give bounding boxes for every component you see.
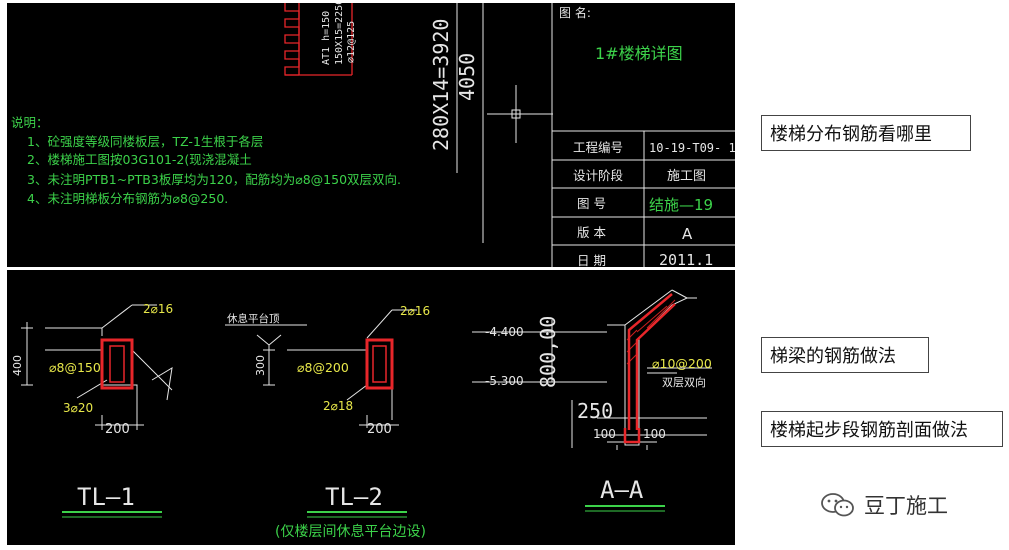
note-2: 2、楼梯施工图按03G101-2(现浇混凝土	[27, 152, 252, 167]
note-3: 3、未注明PTB1~PTB3板厚均为120，配筋均为⌀8@150双层双向.	[27, 172, 401, 187]
tl1-width: 200	[105, 422, 130, 437]
aa-rebar-note: 双层双向	[662, 375, 706, 389]
aa-dim-vertical: 800,00	[536, 316, 560, 388]
value-project-no: 10-19-T09- 11	[649, 141, 735, 155]
aa-title: A—A	[600, 476, 644, 504]
aa-elev-upper: -4.400	[485, 325, 524, 339]
tl2-level-note: 休息平台顶	[227, 312, 280, 325]
tl1-height: 400	[11, 355, 24, 376]
label-date: 日 期	[577, 253, 606, 267]
tl1-stirrup: ⌀8@150	[49, 360, 101, 375]
crosshair-icon	[487, 85, 553, 143]
note-1: 1、砼强度等级同楼板层，TZ-1生根于各层	[27, 134, 263, 149]
caption-distribution-rebar: 楼梯分布钢筋看哪里	[761, 115, 971, 151]
aa-dim-250: 250	[577, 399, 613, 423]
watermark: 豆丁施工	[820, 490, 948, 520]
dim-4050: 4050	[455, 53, 479, 101]
tl2-title: TL—2	[325, 483, 383, 511]
tl2-bottom-rebar: 2⌀18	[323, 399, 353, 413]
aa-dim-right: 100	[643, 427, 666, 441]
section-tl2: 休息平台顶 300 2⌀16 ⌀8@200 2⌀18 200 TL—2 (仅楼层…	[225, 304, 430, 540]
notes-title: 说明：	[11, 115, 49, 130]
wechat-icon	[821, 493, 854, 517]
section-aa: -4.400 -5.300 800,00 ⌀10@200 双层双向 250 10…	[472, 289, 712, 512]
value-design-stage: 施工图	[667, 169, 706, 184]
value-drawing-no: 结施—19	[649, 196, 713, 214]
tl1-bottom-rebar: 3⌀20	[63, 401, 93, 415]
caption-start-section: 楼梯起步段钢筋剖面做法	[761, 411, 1003, 447]
section-tl1: 400 2⌀16 ⌀8@150 3⌀20 200 TL—1	[11, 302, 173, 518]
stair-annotation-group: AT1 h=150 150X15=2250 ⌀12@125	[321, 3, 357, 65]
beam-section-drawing: 400 2⌀16 ⌀8@150 3⌀20 200 TL—1	[11, 289, 712, 540]
stair-detail-drawing: AT1 h=150 150X15=2250 ⌀12@125 280X14=392…	[11, 3, 735, 267]
tl2-width: 200	[367, 422, 392, 437]
note-4: 4、未注明梯板分布钢筋为⌀8@250.	[27, 191, 228, 206]
dim-3920: 280X14=3920	[429, 19, 453, 151]
label-drawing-no: 图 号	[577, 196, 606, 211]
tl2-top-rebar: 2⌀16	[400, 304, 430, 318]
tl1-top-rebar: 2⌀16	[143, 302, 173, 316]
vertical-dimension: 280X14=3920 4050	[429, 3, 484, 243]
value-date: 2011.1	[659, 251, 713, 267]
stair-annotation-2: 150X15=2250	[334, 3, 345, 65]
drawing-name-label: 图 名:	[559, 5, 591, 20]
label-design-stage: 设计阶段	[573, 168, 623, 183]
tl1-title: TL—1	[77, 483, 135, 511]
drawing-name: 1#楼梯详图	[595, 44, 683, 63]
tl2-stirrup: ⌀8@200	[297, 360, 349, 375]
stair-annotation-3: ⌀12@125	[346, 21, 357, 63]
aa-rebar: ⌀10@200	[652, 356, 712, 371]
value-version: A	[682, 225, 693, 243]
label-version: 版 本	[577, 225, 606, 240]
aa-elev-lower: -5.300	[485, 374, 524, 388]
stair-annotation-1: AT1 h=150	[321, 11, 332, 65]
aa-dim-left: 100	[593, 427, 616, 441]
stair-flight	[284, 3, 353, 76]
watermark-text: 豆丁施工	[864, 494, 948, 518]
title-block: 图 名: 1#楼梯详图 工程编号 10-19-T09- 11 设计阶段 施工图 …	[551, 3, 735, 267]
notes-block: 说明： 1、砼强度等级同楼板层，TZ-1生根于各层 2、楼梯施工图按03G101…	[11, 115, 401, 206]
drawing-panel-top: AT1 h=150 150X15=2250 ⌀12@125 280X14=392…	[7, 3, 735, 267]
tl2-height: 300	[254, 355, 267, 376]
label-project-no: 工程编号	[573, 140, 623, 155]
drawing-panel-bottom: 400 2⌀16 ⌀8@150 3⌀20 200 TL—1	[7, 270, 735, 545]
tl2-subtitle: (仅楼层间休息平台边设)	[275, 523, 426, 540]
caption-beam-rebar: 梯梁的钢筋做法	[761, 337, 929, 373]
